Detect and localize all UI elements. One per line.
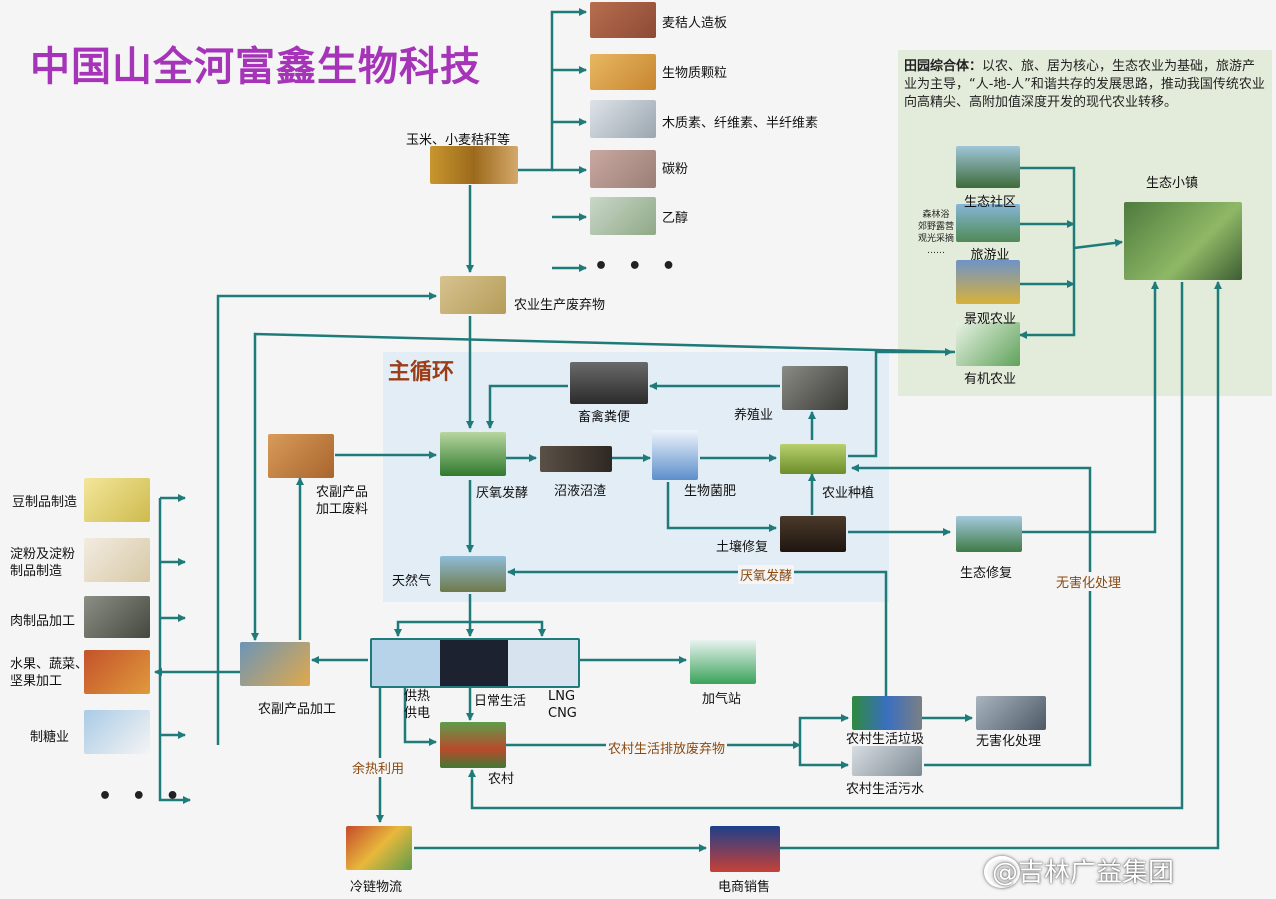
tourism-activities: 森林浴 郊野露营 观光采摘 …… <box>918 210 955 256</box>
rural-label: 农村 <box>488 772 515 787</box>
cold-chain-image <box>346 826 412 870</box>
ecommerce-image <box>710 826 780 872</box>
straw-label: 玉米、小麦秸秆等 <box>406 133 511 148</box>
fruit-processing-label: 水果、蔬菜、 坚果加工 <box>10 657 89 689</box>
meat-processing-label: 肉制品加工 <box>10 614 76 629</box>
tianyuan-text: 以农、旅、居为核心，生态农业为基础，旅游产业为主导，“人-地-人”和谐共存的发展… <box>904 59 1265 110</box>
straw-board-image <box>590 2 656 38</box>
breeding-label: 养殖业 <box>734 408 774 423</box>
energy-uses-image <box>370 638 580 688</box>
byproduct-waste-label: 农副产品 加工废料 <box>316 485 369 517</box>
straw-image <box>430 146 518 184</box>
landscape-ag-label: 景观农业 <box>963 312 1017 327</box>
fertilizer-label: 生物菌肥 <box>684 484 737 499</box>
manure-label: 畜禽粪便 <box>578 410 631 425</box>
soil-label: 土壤修复 <box>716 540 769 555</box>
lng-cng-label: LNG CNG <box>548 689 577 721</box>
natural-gas-image <box>440 556 506 592</box>
anaerobic-label: 厌氧发酵 <box>476 486 529 501</box>
starch-image <box>84 538 150 582</box>
garbage-image <box>852 696 922 730</box>
tourism-image <box>956 204 1020 242</box>
soy-product-image <box>84 478 150 522</box>
ethanol-image <box>590 197 656 235</box>
cold-chain-label: 冷链物流 <box>350 880 403 895</box>
slurry-image <box>540 446 612 472</box>
ag-processing-label: 农副产品加工 <box>258 702 337 717</box>
anaerobic-image <box>440 432 506 476</box>
lignin-bag-image <box>590 100 656 138</box>
product-carbon-powder: 碳粉 <box>662 162 689 177</box>
sewage-image <box>852 746 922 776</box>
garbage-label: 农村生活垃圾 <box>846 732 925 747</box>
flow-harmless-label: 无害化处理 <box>1054 572 1124 591</box>
planting-image <box>780 444 846 474</box>
product-biomass-pellet: 生物质颗粒 <box>662 66 728 81</box>
slurry-label: 沼液沼渣 <box>554 484 607 499</box>
breeding-image <box>782 366 848 410</box>
product-lignin: 木质素、纤维素、半纤维素 <box>662 116 819 131</box>
soil-image <box>780 516 846 552</box>
manure-image <box>570 362 648 404</box>
main-cycle-label: 主循环 <box>388 360 455 385</box>
fertilizer-image <box>652 430 698 480</box>
carbon-powder-image <box>590 150 656 188</box>
gas-station-label: 加气站 <box>702 692 742 707</box>
eco-repair-label: 生态修复 <box>960 566 1013 581</box>
sugar-label: 制糖业 <box>30 730 70 745</box>
ag-waste-image <box>440 276 506 314</box>
eco-town-image <box>1124 202 1242 280</box>
natural-gas-label: 天然气 <box>392 574 432 589</box>
ag-waste-label: 农业生产废弃物 <box>514 298 606 313</box>
eco-town-label: 生态小镇 <box>1146 176 1199 191</box>
tourism-label: 旅游业 <box>970 248 1010 263</box>
ag-processing-image <box>240 642 310 686</box>
more-products-dots: • • • <box>594 254 682 279</box>
soy-product-label: 豆制品制造 <box>12 495 78 510</box>
sewage-label: 农村生活污水 <box>846 782 925 797</box>
biomass-pellet-image <box>590 54 656 90</box>
eco-community-label: 生态社区 <box>963 195 1017 210</box>
weibo-icon <box>984 856 1020 888</box>
tianyuan-head: 田园综合体： <box>904 59 983 74</box>
daily-life-label: 日常生活 <box>474 694 527 709</box>
harmless-label: 无害化处理 <box>976 734 1042 749</box>
organic-ag-image <box>956 322 1020 366</box>
tianyuan-description: 田园综合体：以农、旅、居为核心，生态农业为基础，旅游产业为主导，“人-地-人”和… <box>904 58 1266 112</box>
eco-community-image <box>956 146 1020 188</box>
watermark: @吉林广益集团 <box>992 858 1175 888</box>
flow-anaerobic-label: 厌氧发酵 <box>738 565 795 584</box>
product-straw-board: 麦秸人造板 <box>662 16 728 31</box>
heat-power-label: 供热 供电 <box>404 689 431 721</box>
product-ethanol: 乙醇 <box>662 211 689 226</box>
starch-label: 淀粉及淀粉 制品制造 <box>10 547 76 579</box>
waste-heat-label: 余热利用 <box>350 758 407 777</box>
byproduct-waste-image <box>268 434 334 478</box>
page-title: 中国山全河富鑫生物科技 <box>30 44 481 90</box>
gas-station-image <box>690 640 756 684</box>
more-industries-dots: • • • <box>98 784 186 809</box>
rural-image <box>440 722 506 768</box>
meat-processing-image <box>84 596 150 638</box>
landscape-ag-image <box>956 260 1020 304</box>
eco-repair-image <box>956 516 1022 552</box>
organic-ag-label: 有机农业 <box>963 372 1017 387</box>
planting-label: 农业种植 <box>822 486 875 501</box>
harmless-image <box>976 696 1046 730</box>
ecommerce-label: 电商销售 <box>718 880 771 895</box>
rural-discharge-label: 农村生活排放废弃物 <box>606 738 728 757</box>
fruit-processing-image <box>84 650 150 694</box>
sugar-image <box>84 710 150 754</box>
